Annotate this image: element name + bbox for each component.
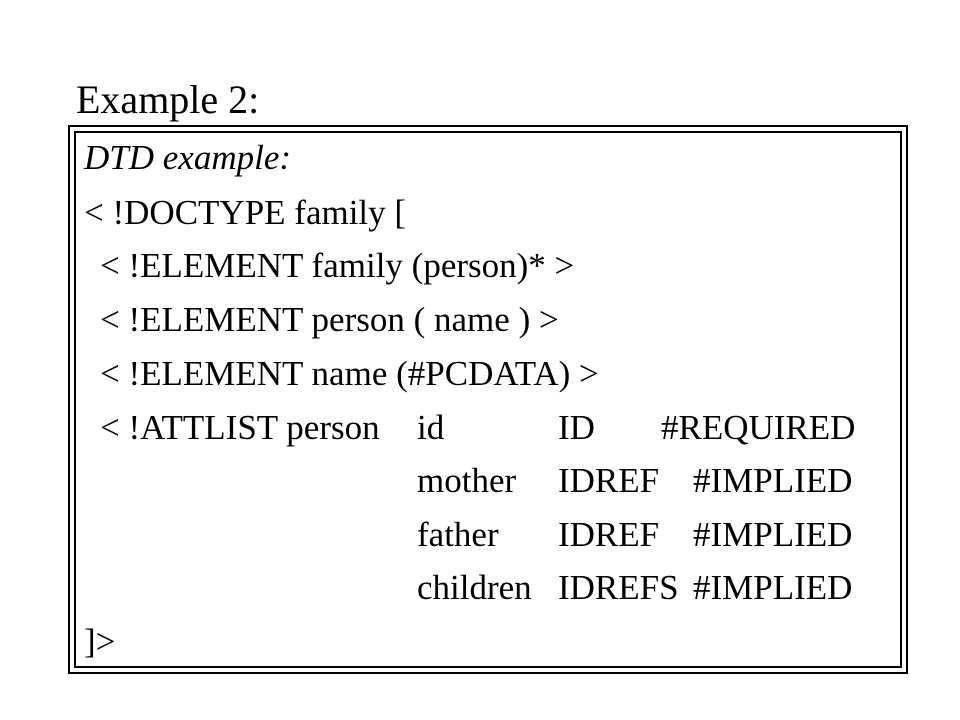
doctype-open-line: < !DOCTYPE family [ (84, 193, 407, 232)
attlist-attr-type: IDREF (558, 515, 660, 554)
attlist-prefix: < !ATTLIST person (100, 408, 380, 447)
dtd-example-heading: DTD example: (84, 138, 292, 177)
element-family-line: < !ELEMENT family (person)* > (100, 246, 575, 285)
doctype-close-line: ]> (84, 622, 116, 661)
element-name-line: < !ELEMENT name (#PCDATA) > (100, 354, 599, 393)
attlist-attr-name: mother (417, 461, 517, 500)
element-person-line: < !ELEMENT person ( name ) > (100, 300, 559, 339)
attlist-attr-name: children (417, 568, 532, 607)
attlist-attr-name: father (417, 515, 499, 554)
dtd-example-box (68, 125, 908, 674)
attlist-attr-default: #IMPLIED (693, 568, 853, 607)
attlist-attr-name: id (417, 408, 445, 447)
attlist-attr-type: ID (558, 408, 595, 447)
dtd-example-box-inner (74, 131, 902, 668)
attlist-attr-default: #IMPLIED (693, 461, 853, 500)
attlist-attr-default: #IMPLIED (693, 515, 853, 554)
attlist-attr-default: #REQUIRED (661, 408, 856, 447)
slide-title: Example 2: (76, 77, 260, 122)
attlist-attr-type: IDREFS (558, 568, 679, 607)
attlist-attr-type: IDREF (558, 461, 660, 500)
